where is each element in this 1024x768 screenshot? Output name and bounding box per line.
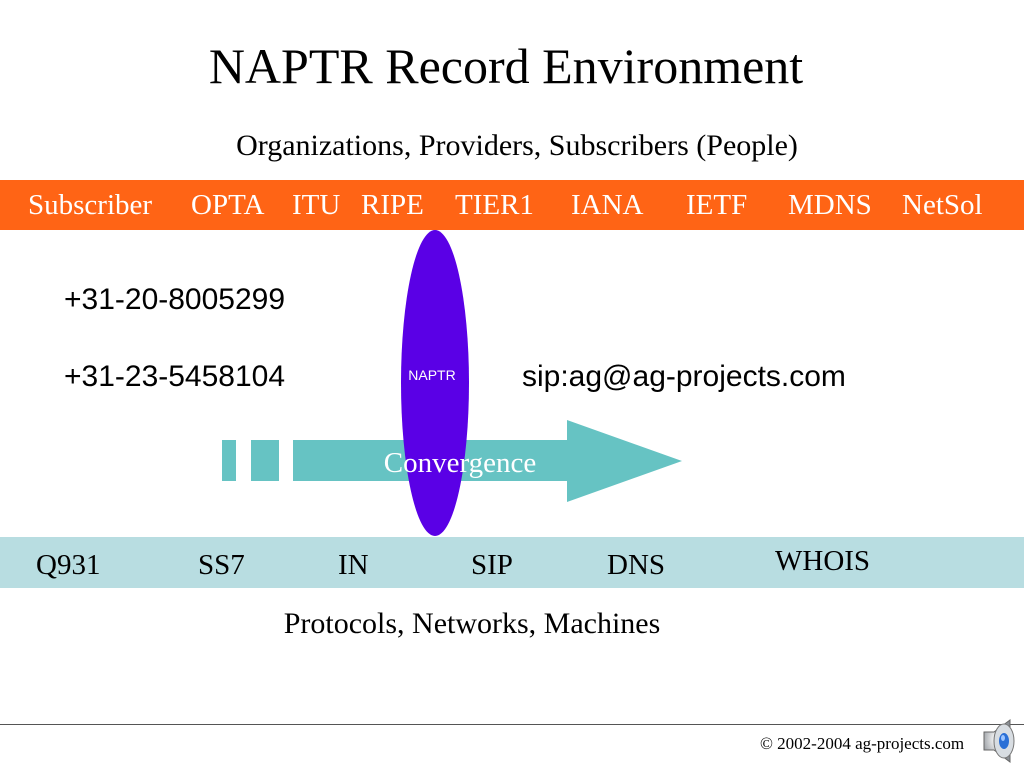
slide-title: NAPTR Record Environment: [208, 38, 804, 94]
protocol-in: IN: [338, 549, 369, 581]
naptr-label: NAPTR: [408, 367, 455, 383]
protocols-band: Q931 SS7 IN SIP DNS WHOIS: [0, 537, 1024, 588]
protocol-sip: SIP: [471, 549, 513, 581]
protocol-ss7: SS7: [198, 549, 245, 581]
sip-uri: sip:ag@ag-projects.com: [522, 360, 846, 393]
convergence-arrow: [293, 420, 682, 502]
protocol-dns: DNS: [607, 549, 666, 581]
protocol-q931: Q931: [36, 549, 101, 581]
copyright-notice: © 2002-2004 ag-projects.com: [760, 734, 965, 753]
org-mdns: MDNS: [788, 189, 872, 221]
organizations-heading: Organizations, Providers, Subscribers (P…: [236, 129, 798, 162]
arrow-tail-segment: [251, 440, 279, 481]
org-iana: IANA: [571, 189, 644, 221]
organizations-band: Subscriber OPTA ITU RIPE TIER1 IANA IETF…: [0, 180, 1024, 230]
protocols-caption: Protocols, Networks, Machines: [283, 607, 661, 640]
arrow-tail-segment: [222, 440, 236, 481]
org-subscriber: Subscriber: [28, 189, 153, 221]
speaker-icon[interactable]: [980, 718, 1022, 764]
protocol-whois: WHOIS: [775, 545, 871, 577]
phone-number-2: +31-23-5458104: [64, 360, 286, 393]
org-ripe: RIPE: [361, 189, 424, 221]
org-ietf: IETF: [686, 189, 748, 221]
org-opta: OPTA: [191, 189, 265, 221]
org-itu: ITU: [292, 189, 341, 221]
org-netsol: NetSol: [902, 189, 983, 221]
convergence-label: Convergence: [384, 447, 536, 479]
naptr-ellipse: [401, 230, 469, 536]
org-tier1: TIER1: [455, 189, 534, 221]
footer-divider: [0, 724, 1024, 725]
phone-number-1: +31-20-8005299: [64, 283, 286, 316]
